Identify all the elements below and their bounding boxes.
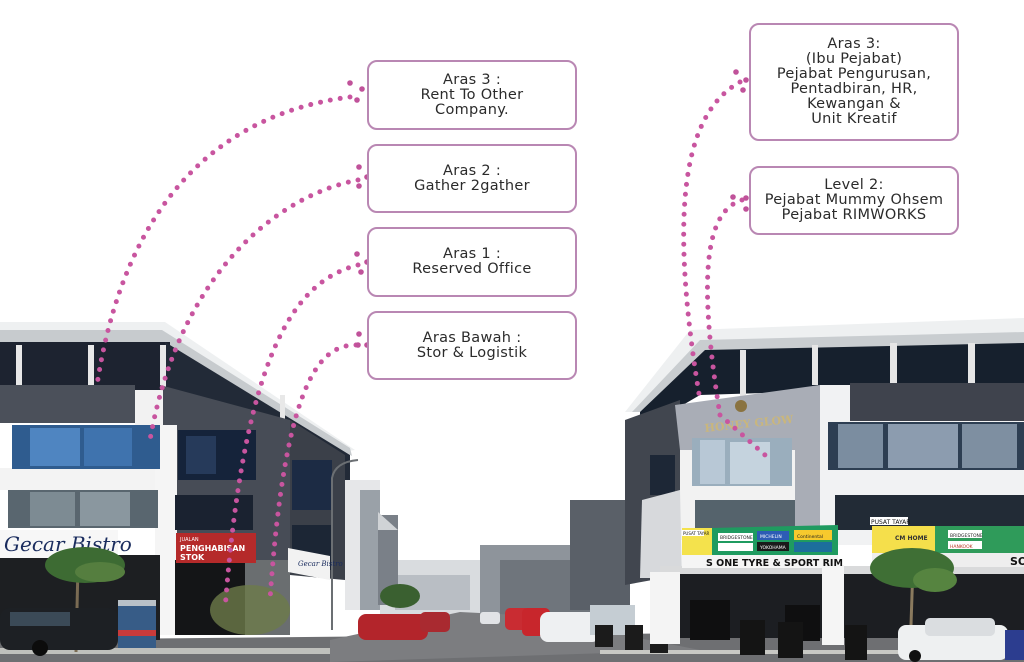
callout-line: Reserved Office: [412, 261, 532, 277]
tarp-cover: [640, 490, 682, 578]
svg-text:S ONE TYRE & SPORT RIM: S ONE TYRE & SPORT RIM: [706, 558, 843, 569]
svg-text:PUSAT TAYAR: PUSAT TAYAR: [871, 519, 910, 526]
callout-aras-bawah: Aras Bawah : Stor & Logistik: [367, 311, 577, 380]
cm-home-sign: [872, 526, 940, 553]
callout-line: Kewangan &: [807, 96, 901, 112]
electrical-box: [118, 600, 156, 648]
svg-text:Gecar Bistro: Gecar Bistro: [298, 560, 343, 568]
svg-text:PUSAT TAYAR: PUSAT TAYAR: [683, 531, 710, 536]
connector-level-2-lower: [717, 412, 768, 458]
svg-text:PENGHABISAN: PENGHABISAN: [180, 544, 245, 553]
clearance-banner: [176, 533, 256, 563]
svg-text:JUALAN: JUALAN: [179, 537, 199, 543]
callout-aras-1: Aras 1 : Reserved Office: [367, 227, 577, 297]
parked-cars-center: [480, 605, 668, 653]
pusat-tayar-sign: [870, 517, 908, 525]
left-signage: Gecar Bistro JUALAN PENGHABISAN STOK Gec…: [0, 530, 420, 653]
connector-aras-bawah: [267, 342, 359, 603]
callout-line: Aras 2 :: [442, 162, 502, 179]
connector-aras-1: [222, 262, 361, 613]
callout-line: Pejabat Mummy Ohsem: [764, 192, 944, 208]
svg-text:STOK: STOK: [180, 553, 205, 562]
parked-cars-left: [0, 608, 450, 656]
svg-text:MICHELIN: MICHELIN: [760, 534, 782, 540]
svg-text:Continental: Continental: [797, 534, 823, 540]
svg-text:HANKOOK: HANKOOK: [950, 544, 974, 550]
connector-aras-3: [94, 94, 353, 388]
callout-line: Aras Bawah :: [422, 329, 522, 346]
honey-glow-logo-icon: [735, 400, 747, 412]
callout-aras-3-hq: Aras 3: (Ibu Pejabat) Pejabat Pengurusan…: [749, 23, 959, 141]
right-building: [625, 318, 1024, 645]
svg-text:BRIDGESTONE: BRIDGESTONE: [950, 533, 983, 539]
callout-line: Stor & Logistik: [416, 344, 528, 361]
callout-line: Rent To Other: [420, 86, 524, 103]
gecar-bistro-side-sign: [288, 548, 330, 580]
callout-line: Level 2:: [824, 177, 884, 193]
connector-aras-2: [147, 177, 361, 443]
callout-level-2: Level 2: Pejabat Mummy Ohsem Pejabat RIM…: [749, 166, 959, 235]
callout-line: Aras 3:: [827, 36, 881, 52]
callout-line: Pentadbiran, HR,: [790, 81, 918, 97]
callout-line: Gather 2gather: [414, 177, 530, 194]
svg-text:SO: SO: [1010, 555, 1024, 568]
callout-aras-2: Aras 2 : Gather 2gather: [367, 144, 577, 213]
svg-text:BRIDGESTONE: BRIDGESTONE: [720, 535, 753, 541]
callout-aras-3: Aras 3 : Rent To Other Company.: [367, 60, 577, 130]
callout-line: Pejabat RIMWORKS: [781, 207, 927, 223]
callout-line: (Ibu Pejabat): [805, 51, 903, 67]
callout-line: Aras 3 :: [442, 71, 502, 88]
distant-street: [380, 500, 630, 615]
shrub: [210, 585, 290, 635]
tire-stack: [690, 600, 730, 640]
callout-line: Company.: [435, 101, 509, 118]
connector-aras-3-hq: [681, 79, 743, 403]
right-signage: HONEY GLOW BRIDGESTONE MICHELIN YOKOHAMA…: [682, 400, 1024, 662]
svg-text:CM HOME: CM HOME: [895, 535, 928, 542]
svg-text:YOKOHAMA: YOKOHAMA: [759, 545, 787, 551]
callout-line: Aras 1 :: [442, 246, 502, 262]
curb-left: [0, 648, 330, 654]
callout-line: Pejabat Pengurusan,: [776, 66, 932, 82]
callout-line: Unit Kreatif: [811, 111, 897, 127]
dotted-connectors: [94, 79, 768, 613]
motorbike: [740, 620, 765, 655]
